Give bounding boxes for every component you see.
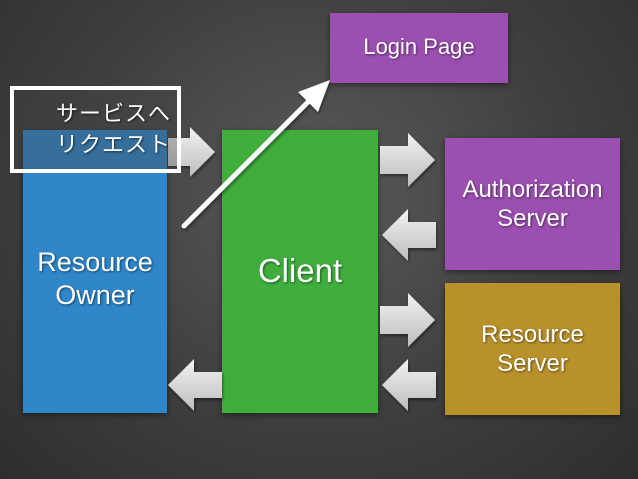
service-request-callout: サービスへ リクエスト bbox=[10, 86, 181, 173]
client-box: Client bbox=[222, 130, 378, 413]
service-request-label: サービスへ リクエスト bbox=[56, 101, 172, 157]
authorization-server-label: Authorization Server bbox=[462, 175, 603, 232]
arrow-authorization-to-client bbox=[382, 209, 436, 261]
resource-server-label: Resource Server bbox=[481, 320, 584, 377]
arrow-client-to-owner bbox=[168, 359, 222, 411]
arrow-resource-server-to-client bbox=[382, 359, 436, 411]
arrow-client-to-resource-server bbox=[380, 293, 435, 347]
login-page-label: Login Page bbox=[363, 33, 475, 59]
authorization-server-box: Authorization Server bbox=[445, 138, 620, 270]
resource-owner-label: Resource Owner bbox=[37, 247, 153, 310]
resource-server-box: Resource Server bbox=[445, 283, 620, 415]
client-label: Client bbox=[257, 252, 343, 290]
login-page-box: Login Page bbox=[330, 13, 508, 83]
arrow-client-to-authorization bbox=[380, 133, 435, 187]
resource-owner-box: Resource Owner bbox=[23, 130, 167, 413]
